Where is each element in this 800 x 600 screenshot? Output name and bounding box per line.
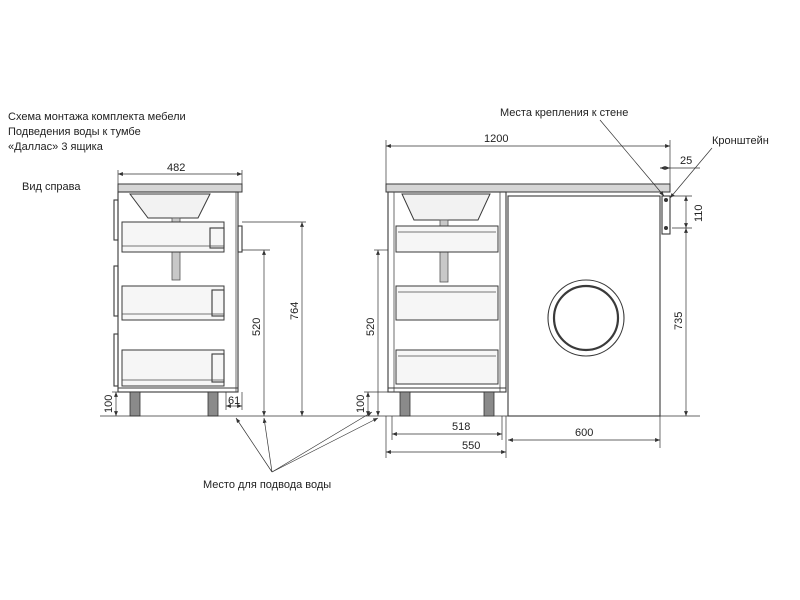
dim-front-cabinet-width: 550 [462, 440, 480, 452]
dim-front-bracket-offset: 25 [680, 155, 692, 167]
callout-wall-mount: Места крепления к стене [500, 107, 628, 119]
dim-side-water-offset: 61 [228, 395, 240, 407]
side-drawer-1 [121, 221, 225, 253]
side-leg-back [207, 391, 219, 417]
front-drawer-3 [395, 349, 499, 385]
title-line-1: Схема монтажа комплекта мебели [8, 111, 186, 123]
front-countertop [385, 183, 671, 193]
side-drawer-3 [121, 349, 225, 387]
washing-machine-door [547, 279, 625, 357]
dim-side-width: 482 [167, 162, 185, 174]
side-view: 482 520 764 100 61 [103, 162, 306, 417]
dim-front-total-width: 1200 [484, 133, 508, 145]
bracket [661, 195, 671, 235]
side-leg-front [129, 391, 141, 417]
title-line-2: Подведения воды к тумбе [8, 126, 141, 138]
wall-mount-point-1 [664, 198, 668, 202]
callout-bracket-leader [669, 147, 713, 199]
dim-front-bracket-height: 110 [693, 204, 705, 222]
washing-machine [507, 195, 661, 417]
callout-bracket: Кронштейн [712, 135, 769, 147]
dim-side-water-height: 520 [251, 318, 263, 336]
front-leg-right [483, 391, 495, 417]
side-countertop [117, 183, 243, 193]
side-drawer-2 [121, 285, 225, 321]
side-sink-bowl [129, 193, 211, 219]
wall-mount-point-2 [664, 226, 668, 230]
dim-front-water-height: 520 [365, 318, 377, 336]
front-sink-bowl [401, 193, 491, 221]
dim-side-total-height: 764 [289, 302, 301, 320]
dim-side-leg-height: 100 [103, 395, 115, 413]
dim-front-machine-height: 735 [673, 312, 685, 330]
front-drawer-1 [395, 225, 499, 253]
callout-wall-mount-leader [599, 119, 665, 197]
front-cabinet-body [387, 191, 507, 393]
callout-water-supply-leaders [235, 411, 379, 473]
dim-front-inner-width: 518 [452, 421, 470, 433]
front-view: 1200 25 110 735 520 100 518 550 [355, 133, 705, 458]
front-leg-left [399, 391, 411, 417]
callout-water-supply: Место для подвода воды [203, 479, 331, 491]
title-line-3: «Даллас» 3 ящика [8, 141, 104, 153]
side-view-label: Вид справа [22, 181, 81, 193]
dim-front-leg-height: 100 [355, 395, 367, 413]
dim-front-machine-width: 600 [575, 427, 593, 439]
front-drawer-2 [395, 285, 499, 321]
